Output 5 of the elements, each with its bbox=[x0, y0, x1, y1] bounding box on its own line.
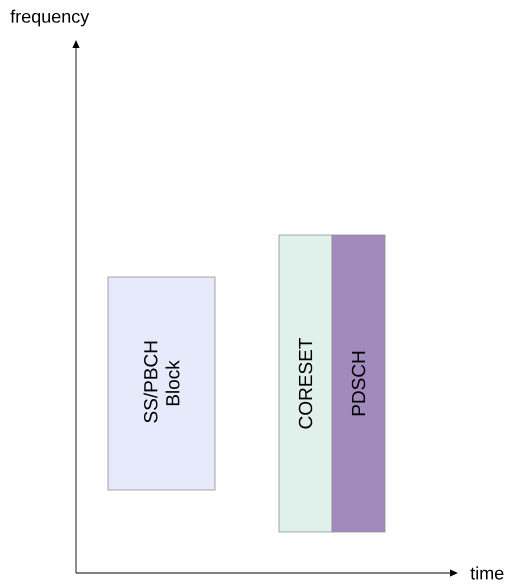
axis-label: time bbox=[470, 566, 504, 580]
channel-block: PDSCH bbox=[332, 234, 386, 532]
channel-block: SS/PBCH Block bbox=[108, 276, 216, 490]
axis-label: frequency bbox=[10, 10, 90, 26]
channel-block: CORESET bbox=[278, 234, 332, 532]
